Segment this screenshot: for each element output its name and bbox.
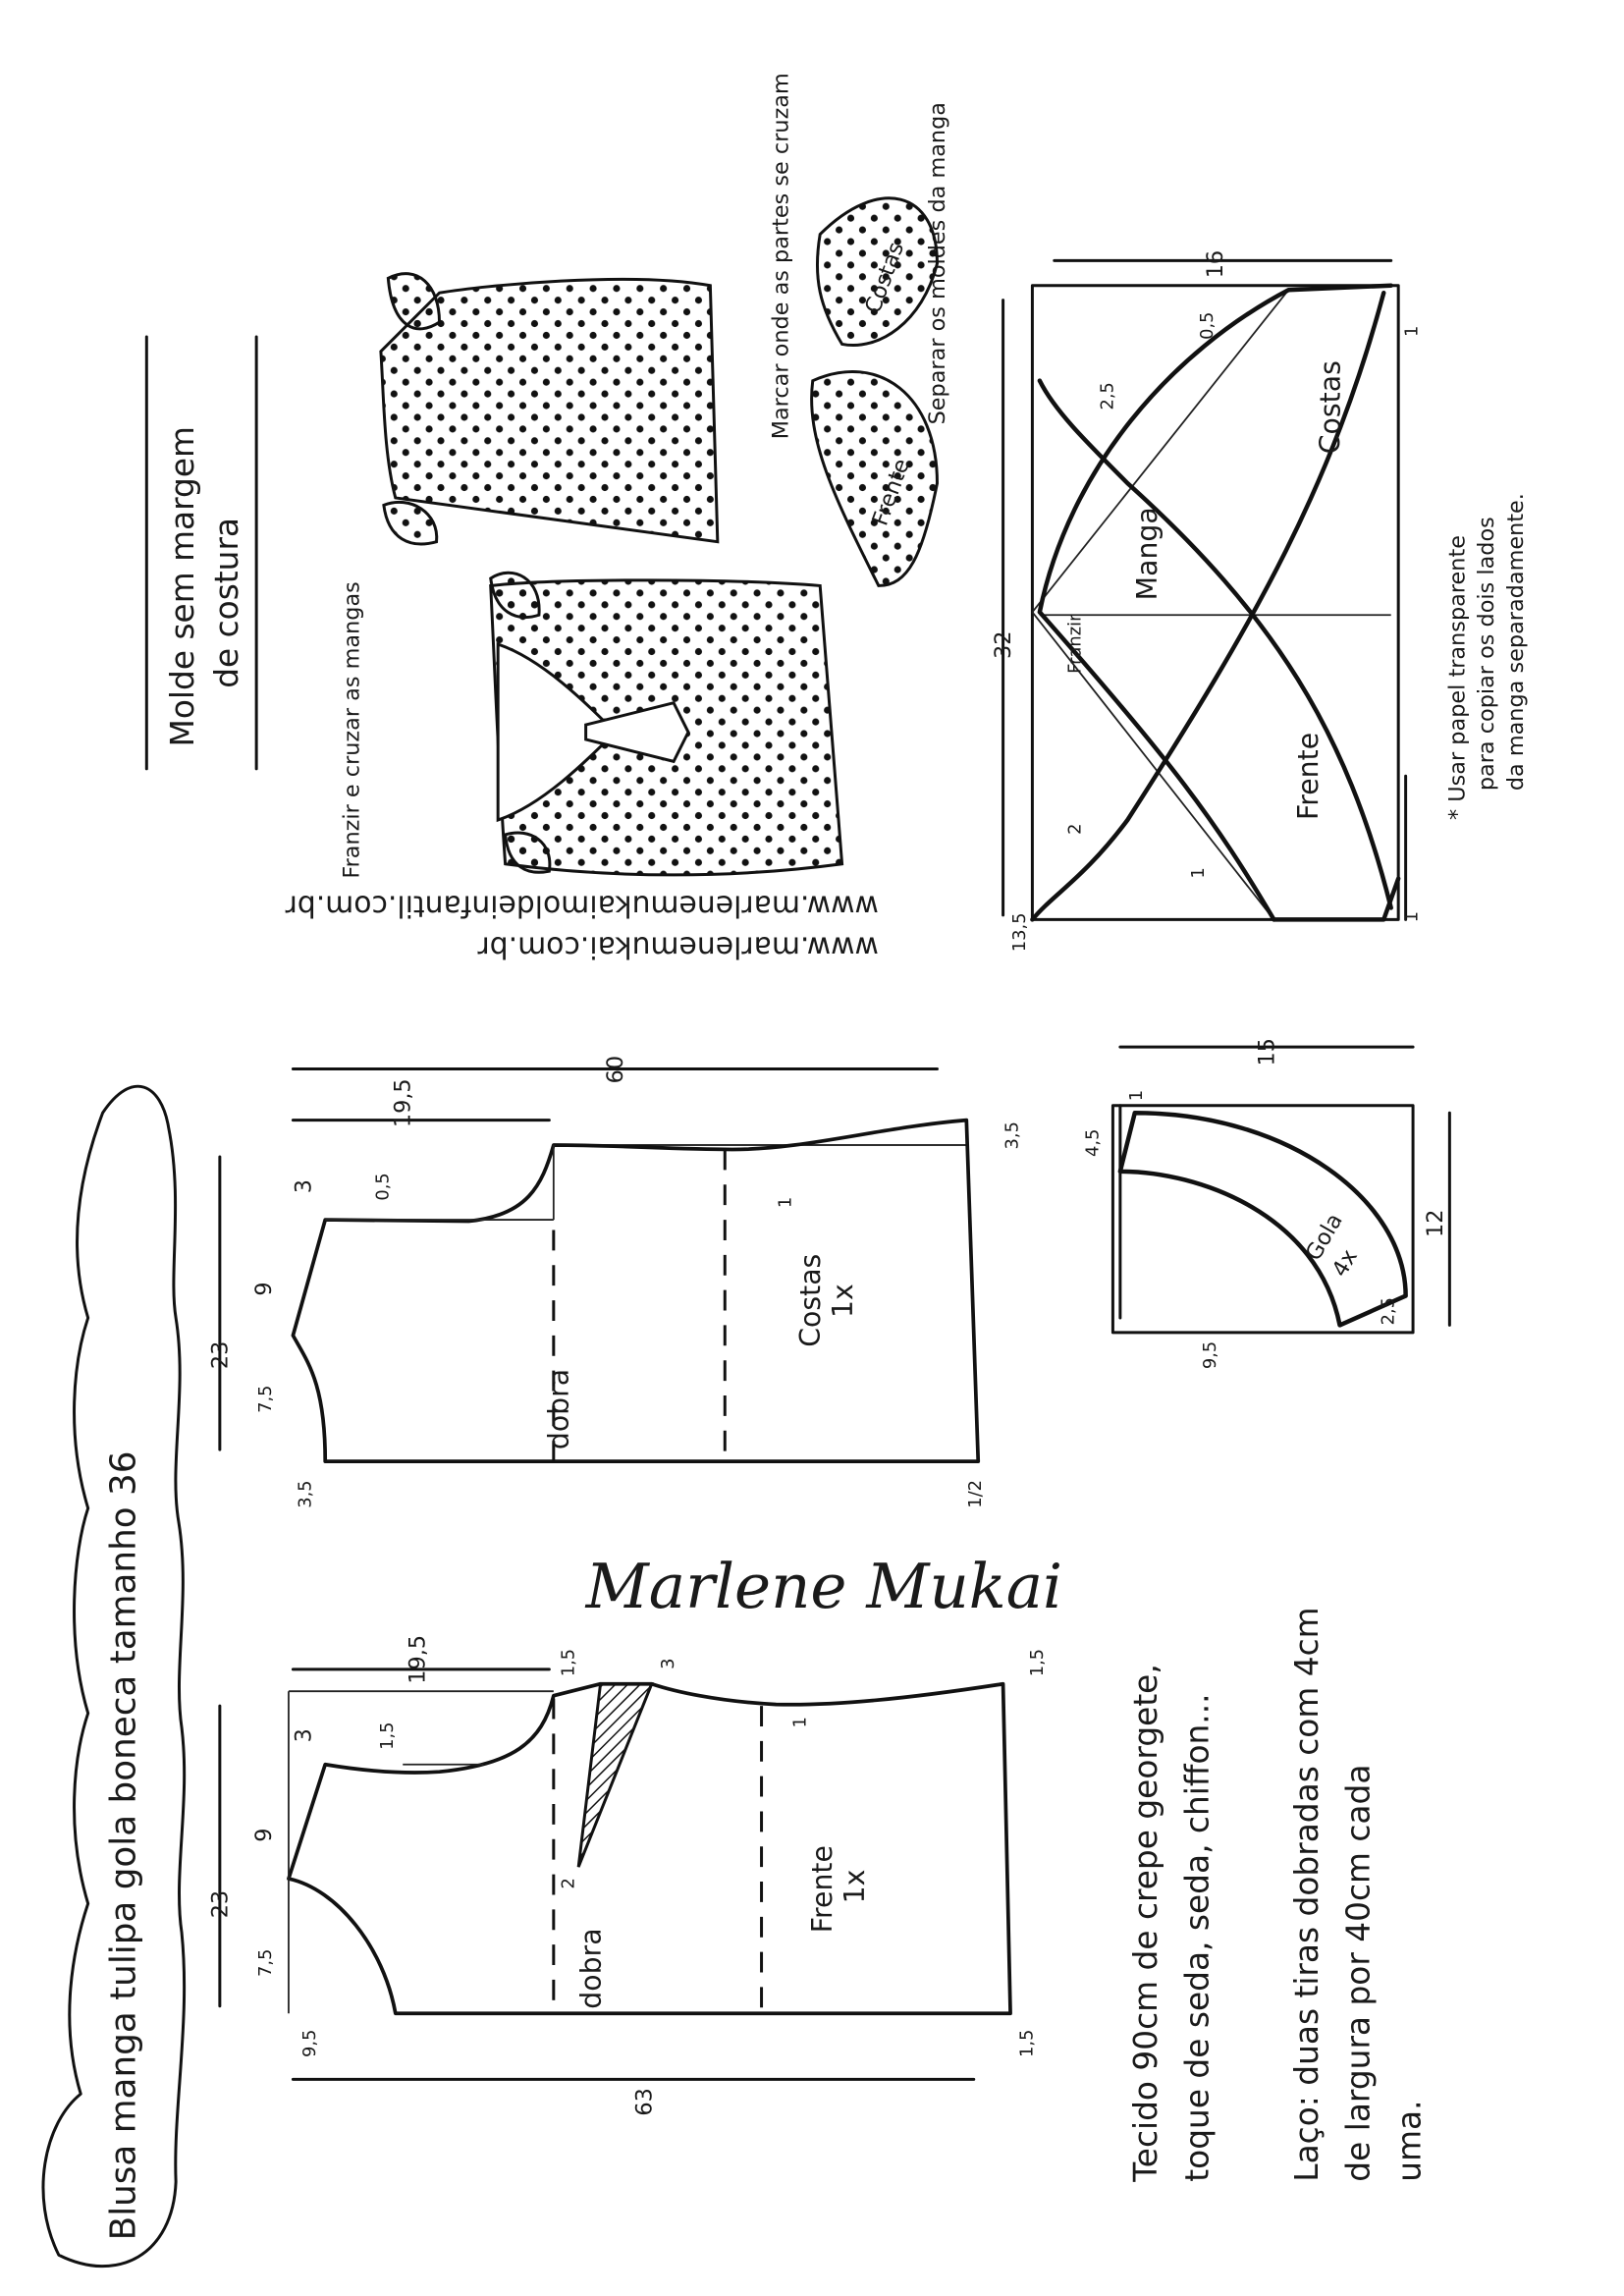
dimension-label: 60	[603, 1056, 628, 1083]
dimension-label: 0,5	[1197, 311, 1218, 339]
dimension-label: 3,5	[295, 1480, 315, 1507]
dimension-label: Tecido 90cm de crepe georgete,	[1127, 1664, 1164, 2182]
dimension-label: * Usar papel transparente	[1444, 535, 1470, 820]
dimension-label: 1	[1126, 1090, 1147, 1101]
dimension-label: 1	[1188, 867, 1209, 878]
fabric-notes: Tecido 90cm de crepe georgete, toque de …	[1127, 1607, 1428, 2182]
dimension-label: 1x	[827, 1284, 859, 1318]
dimension-label: Frente	[806, 1845, 839, 1933]
mark-note: Marcar onde as partes se cruzam	[768, 73, 793, 439]
url-2[interactable]: www.marlenemukaimoldeinfantil.com.br	[285, 889, 879, 923]
dimension-label: 2	[1065, 824, 1086, 835]
dimension-label: 4,5	[1083, 1129, 1104, 1157]
dimension-label: 32	[991, 631, 1016, 659]
dimension-label: 3	[291, 1179, 316, 1193]
dimension-label: da manga separadamente.	[1503, 493, 1529, 791]
url-1[interactable]: www.marlenemukai.com.br	[477, 929, 879, 963]
frente-pattern: 63 19,5 3 1,5 9 23 7,5 9,5 1,5 3 2 1 1,5…	[207, 1635, 1048, 2116]
dimension-label: 15	[1254, 1038, 1279, 1066]
dimension-label: 7,5	[255, 1949, 276, 1977]
dimension-label: 23	[207, 1890, 233, 1918]
dimension-label: 9,5	[299, 2030, 320, 2057]
dimension-label: 1	[789, 1717, 810, 1727]
dimension-label: 13,5	[1009, 912, 1030, 952]
dimension-label: 1	[1402, 911, 1423, 922]
sleeve-pieces-illustration: Frente Costas	[810, 196, 939, 587]
gather-note: Franzir e cruzar as mangas	[340, 581, 365, 878]
dimension-label: 4x	[1327, 1245, 1363, 1282]
dimension-label: 2,5	[1379, 1297, 1399, 1325]
dimension-label: 1,5	[1027, 1649, 1048, 1676]
molde-note-line2: de costura	[208, 518, 245, 688]
dimension-label: 0,5	[372, 1173, 393, 1200]
dimension-label: uma.	[1391, 2100, 1429, 2181]
page-title: Blusa manga tulipa gola boneca tamanho 3…	[103, 1450, 143, 2240]
dimension-label: Franzir	[1065, 614, 1086, 674]
dimension-label: 1	[775, 1197, 795, 1208]
molde-note-line1: Molde sem margem	[164, 426, 201, 746]
dimension-label: Costas	[1315, 360, 1347, 454]
dimension-label: 1x	[839, 1870, 871, 1904]
dimension-label: 1/2	[965, 1480, 986, 1508]
costas-pattern: 60 19,5 3 0,5 9 23 7,5 3,5 1 3,5 1/2 Cos…	[207, 1056, 1022, 1508]
dimension-label: toque de seda, seda, chiffon...	[1178, 1693, 1216, 2181]
dimension-label: 16	[1203, 250, 1228, 278]
dimension-label: 19,5	[406, 1635, 431, 1684]
dimension-label: 1,5	[1016, 2030, 1037, 2057]
dimension-label: 3,5	[1001, 1121, 1022, 1149]
dimension-label: 9,5	[1200, 1341, 1220, 1369]
dimension-label: Manga	[1131, 507, 1164, 600]
dimension-label: Costas	[794, 1254, 827, 1347]
dimension-label: Laço: duas tiras dobradas com 4cm	[1288, 1607, 1326, 2181]
dimension-label: de largura por 40cm cada	[1339, 1765, 1377, 2182]
dimension-label: 1	[1402, 326, 1423, 337]
dimension-label: 7,5	[255, 1385, 276, 1412]
dimension-label: dobra	[575, 1928, 608, 2008]
dimension-label: 9	[251, 1829, 277, 1842]
manga-pattern: 16 32 13,5 Frente Manga Costas Franzir 2…	[991, 250, 1529, 952]
gola-pattern: 15 4,5 1 12 9,5 2,5 Gola 4x	[1083, 1038, 1451, 1369]
molde-note: Molde sem margem de costura	[144, 335, 258, 771]
dimension-label: 1,5	[559, 1649, 579, 1676]
dimension-label: 3	[658, 1658, 678, 1668]
dimension-label: 3	[291, 1728, 316, 1742]
dimension-label: 2	[559, 1878, 579, 1888]
dimension-label: 63	[632, 2088, 658, 2115]
signature: Marlene Mukai	[585, 1551, 1062, 1622]
dimension-label: Frente	[1292, 733, 1325, 820]
blouse-back-illustration	[379, 272, 720, 546]
dimension-label: para copiar os dois lados	[1474, 517, 1499, 791]
dimension-label: dobra	[543, 1369, 575, 1449]
dimension-label: 1,5	[377, 1722, 398, 1749]
dimension-label: 23	[207, 1341, 233, 1369]
title-cloud: Blusa manga tulipa gola boneca tamanho 3…	[41, 1084, 187, 2269]
dimension-label: 2,5	[1097, 382, 1117, 410]
dimension-label: 19,5	[391, 1078, 416, 1127]
dimension-label: 12	[1423, 1210, 1448, 1237]
blouse-front-illustration	[489, 571, 844, 877]
dimension-label: 9	[251, 1282, 277, 1295]
